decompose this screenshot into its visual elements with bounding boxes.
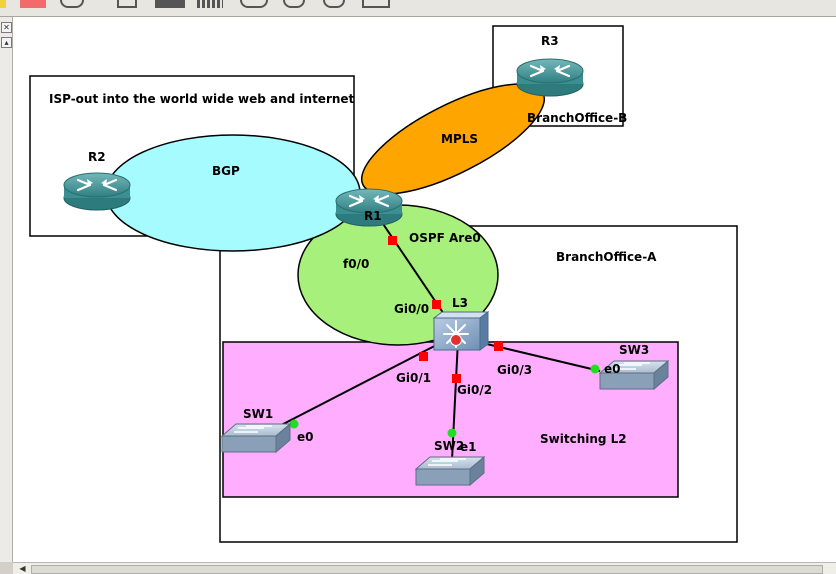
topology-canvas[interactable]: ISP-out into the world wide web and inte… — [13, 17, 836, 562]
grid-icon[interactable] — [197, 0, 223, 8]
branch-b-area-label: BranchOffice-B — [527, 111, 627, 125]
r2-label: R2 — [88, 150, 106, 164]
link-l3-sw1 — [259, 337, 451, 437]
l3-switch[interactable] — [432, 311, 490, 351]
l3-label: L3 — [452, 296, 468, 310]
sw1-e0-label: e0 — [297, 430, 314, 444]
l3-gi03-status-dot — [494, 342, 503, 351]
sw2-e1-label: e1 — [460, 440, 477, 454]
branch-a-area-label: BranchOffice-A — [556, 250, 657, 264]
side-panel: ✕ ▴ — [0, 17, 13, 562]
zoom-out-icon[interactable] — [323, 0, 345, 8]
l3-gi00-status-dot — [432, 300, 441, 309]
ospf-cloud-label: OSPF Are0 — [409, 231, 481, 245]
l3-gi03-label: Gi0/3 — [497, 363, 532, 377]
l3-gi02-status-dot — [452, 374, 461, 383]
horizontal-scrollbar[interactable]: ◀ — [13, 562, 836, 574]
l3-gi01-status-dot — [419, 352, 428, 361]
sw3-label: SW3 — [619, 343, 649, 357]
sw1-e0-status-dot — [289, 419, 299, 429]
r1-label: R1 — [364, 209, 382, 223]
close-icon[interactable]: ✕ — [1, 22, 12, 33]
switch-sw2[interactable] — [415, 456, 485, 486]
zoom-in-icon[interactable] — [283, 0, 305, 8]
window-icon[interactable] — [117, 0, 137, 8]
sw3-e0-label: e0 — [604, 362, 621, 376]
bgp-cloud-label: BGP — [212, 164, 240, 178]
l3-gi02-label: Gi0/2 — [457, 383, 492, 397]
note-icon[interactable] — [0, 0, 6, 8]
toolbar — [0, 0, 836, 17]
l3-gi00-label: Gi0/0 — [394, 302, 429, 316]
r1-f00-label: f0/0 — [343, 257, 369, 271]
l3-gi01-label: Gi0/1 — [396, 371, 431, 385]
router-r2[interactable] — [62, 171, 132, 212]
screenshot-icon[interactable] — [362, 0, 390, 8]
reload-icon[interactable] — [60, 0, 84, 8]
isp-area-label: ISP-out into the world wide web and inte… — [49, 92, 355, 106]
r1-f00-status-dot — [388, 236, 397, 245]
sw3-e0-status-dot — [590, 364, 600, 374]
console-icon[interactable] — [155, 0, 185, 8]
mpls-cloud-label: MPLS — [441, 132, 478, 146]
sw2-label: SW2 — [434, 439, 464, 453]
link-l3-sw3 — [469, 339, 601, 372]
router-r3[interactable] — [515, 57, 585, 98]
bgp-cloud — [105, 134, 361, 252]
switching-area-label: Switching L2 — [540, 432, 627, 446]
capture-icon[interactable] — [240, 0, 268, 8]
sw2-e1-status-dot — [447, 428, 457, 438]
link-l3-sw2 — [451, 339, 459, 461]
sw1-label: SW1 — [243, 407, 273, 421]
scroll-left-icon[interactable]: ◀ — [19, 564, 26, 573]
stop-icon[interactable] — [20, 0, 46, 8]
collapse-icon[interactable]: ▴ — [1, 37, 12, 48]
switch-sw1[interactable] — [221, 423, 291, 453]
r3-label: R3 — [541, 34, 559, 48]
